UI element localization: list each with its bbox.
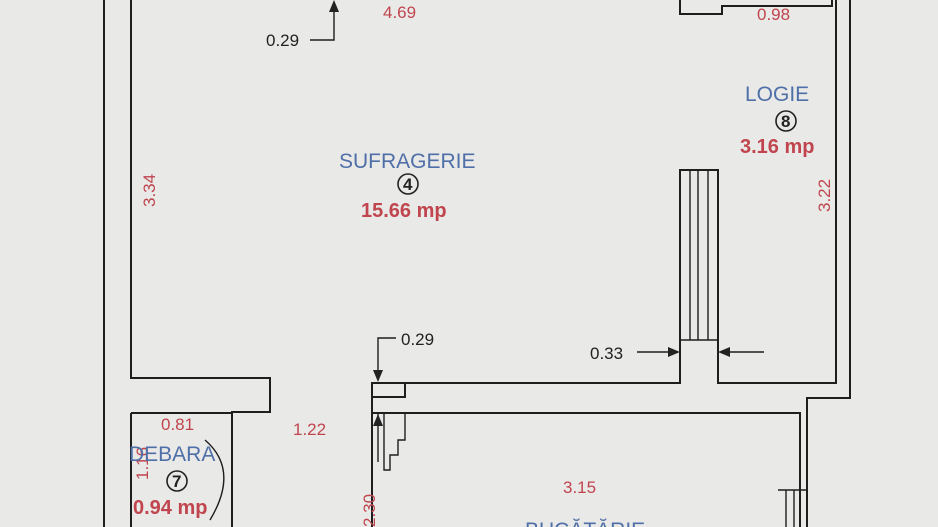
- room-name-debara: DEBARA: [129, 443, 215, 466]
- walls: [103, 0, 851, 527]
- dim-debara-width: 0.81: [161, 415, 194, 434]
- dim-debara-height: 1.16: [133, 447, 152, 480]
- room-number-logie: 8: [781, 112, 790, 131]
- dim-logie-width: 0.98: [757, 5, 790, 24]
- dim-corridor-width: 1.22: [293, 420, 326, 439]
- dim-left-height: 3.34: [140, 174, 159, 207]
- room-number-sufragerie: 4: [403, 175, 413, 194]
- dim-wall-logie: 0.33: [590, 344, 623, 363]
- room-number-circle: [166, 470, 188, 492]
- room-area-sufragerie: 15.66 mp: [361, 200, 447, 222]
- dim-logie-height: 3.22: [815, 179, 834, 212]
- dim-top-width: 4.69: [383, 3, 416, 22]
- room-name-logie: LOGIE: [745, 83, 809, 106]
- door-swing: [204, 439, 225, 521]
- room-area-debara: 0.94 mp: [133, 497, 207, 519]
- dim-wall-mid: 0.29: [401, 330, 434, 349]
- room-name-bucatarie: BUCĂTĂRIE: [525, 519, 645, 527]
- dim-kitchen-width: 3.15: [563, 478, 596, 497]
- room-number-circle: [397, 173, 419, 195]
- dim-wall-top-left: 0.29: [266, 31, 299, 50]
- room-number-circle: [775, 110, 797, 132]
- dimension-leaders: [310, 0, 764, 462]
- room-name-sufragerie: SUFRAGERIE: [339, 150, 476, 173]
- dim-kitchen-height: 2.30: [360, 494, 379, 527]
- room-number-debara: 7: [172, 472, 181, 491]
- room-area-logie: 3.16 mp: [740, 136, 814, 158]
- balcony-rail: [680, 170, 807, 527]
